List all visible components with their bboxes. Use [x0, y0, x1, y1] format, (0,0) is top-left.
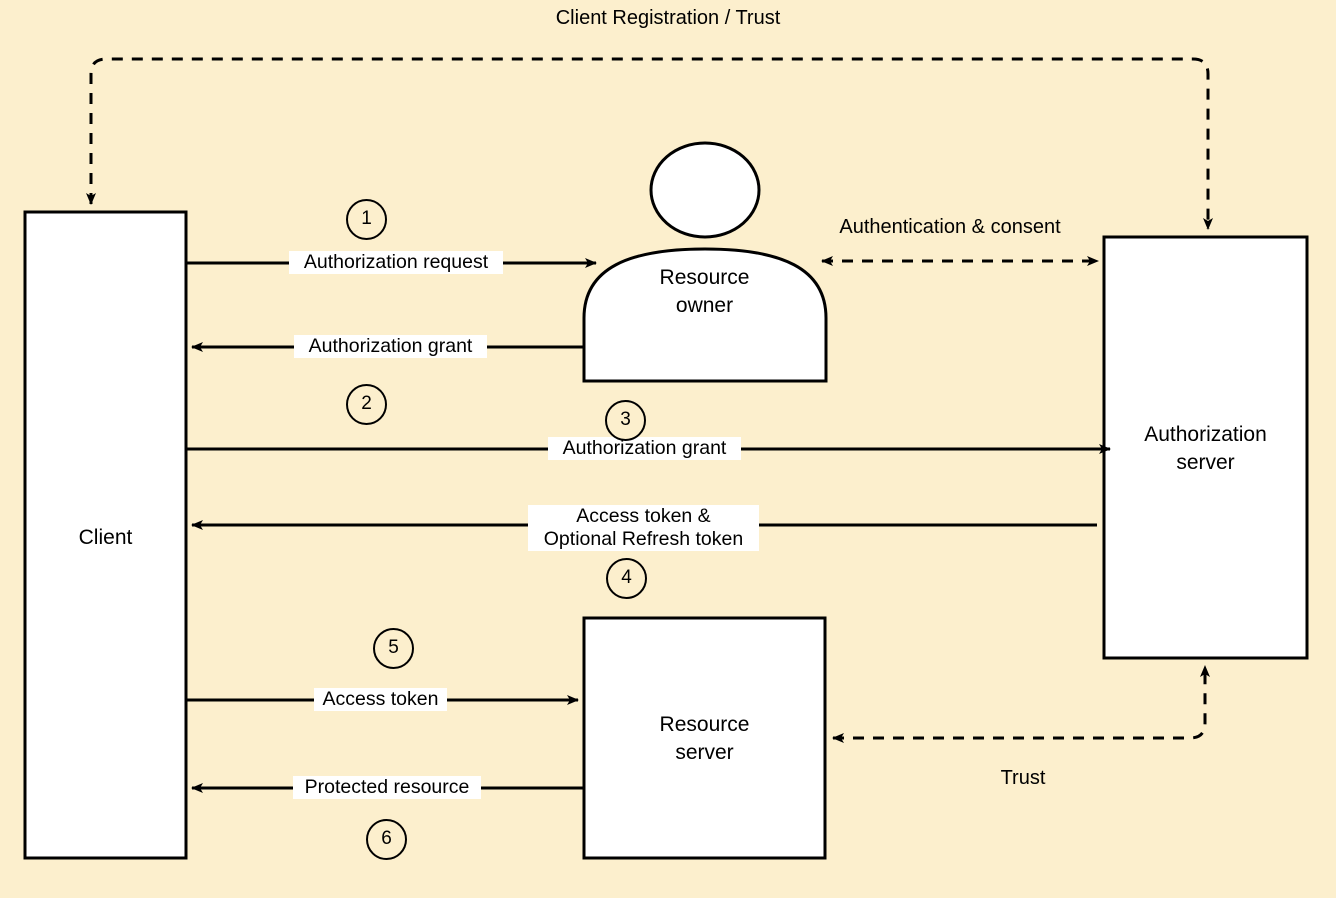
step-badge-3: 3 — [605, 400, 646, 441]
node-client[interactable] — [23, 210, 188, 860]
edge-label-authorization-grant-3: Authorization grant — [548, 437, 741, 460]
edge-trust — [832, 665, 1210, 743]
step-badge-4: 4 — [606, 558, 647, 599]
edge-client-registration-trust — [86, 57, 1213, 230]
node-authorization-server[interactable] — [1102, 235, 1309, 660]
edge-label-trust: Trust — [1000, 767, 1046, 789]
step-badge-1: 1 — [346, 199, 387, 240]
step-badge-5: 5 — [373, 628, 414, 669]
node-resource-owner-body[interactable] — [582, 247, 828, 383]
node-resource-owner-head[interactable] — [649, 141, 761, 239]
edge-label-authentication-consent: Authentication & consent — [839, 216, 1061, 238]
edge-label-authorization-grant-2: Authorization grant — [294, 335, 487, 358]
diagram-title: Client Registration / Trust — [555, 7, 781, 29]
edge-label-protected-resource: Protected resource — [293, 776, 481, 799]
edge-label-access-token-refresh: Access token & Optional Refresh token — [528, 505, 759, 551]
edge-label-access-token-5: Access token — [314, 688, 447, 711]
node-resource-server[interactable] — [582, 616, 827, 860]
step-badge-6: 6 — [366, 819, 407, 860]
step-badge-2: 2 — [346, 384, 387, 425]
edge-label-authorization-request: Authorization request — [289, 251, 503, 274]
